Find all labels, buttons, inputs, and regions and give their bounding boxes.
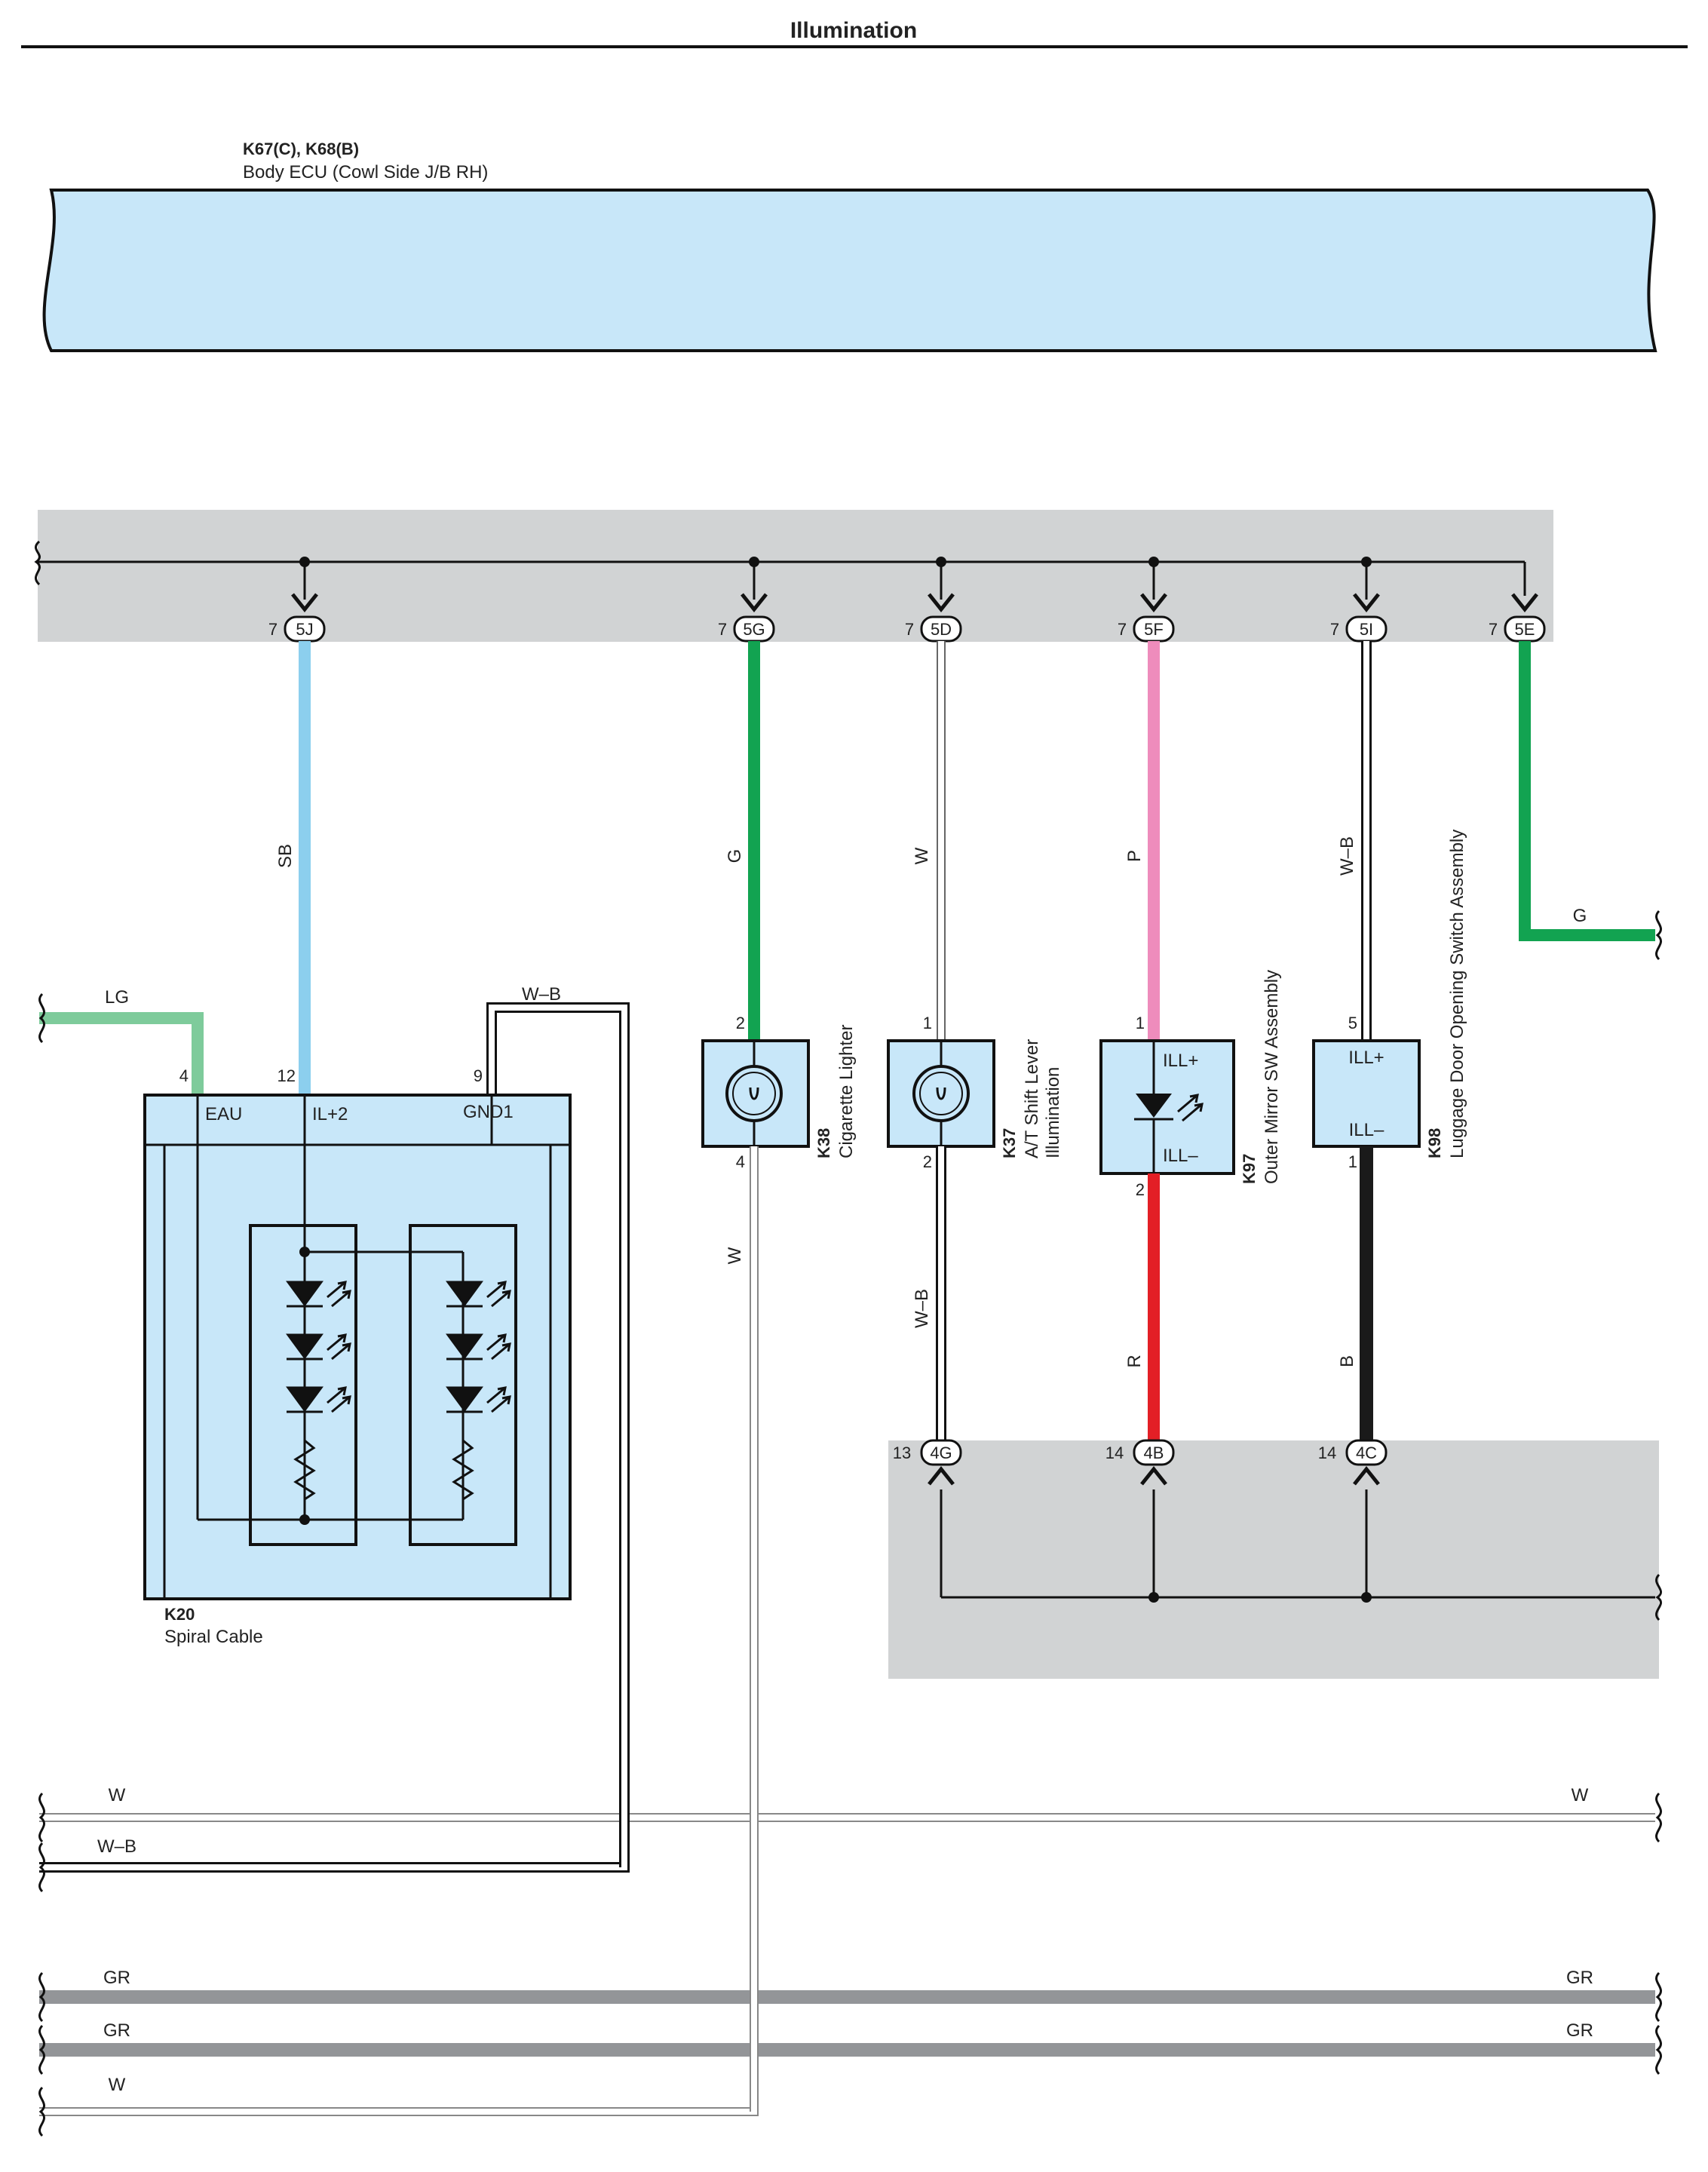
k20-pin-eau: 4: [179, 1066, 189, 1085]
svg-text:7: 7: [1330, 620, 1339, 639]
svg-text:7: 7: [718, 620, 727, 639]
bus-label-gr2-right: GR: [1566, 2020, 1593, 2041]
wire-lg: [39, 1012, 204, 1095]
k37-pin-in: 1: [923, 1014, 932, 1032]
k37-name-line2: Illumination: [1043, 1067, 1063, 1158]
top-junction-area: [38, 510, 1553, 642]
wire-label-wb-k37: W–B: [912, 1289, 932, 1328]
svg-text:5J: 5J: [296, 620, 313, 639]
bus-label-w-right: W: [1572, 1785, 1589, 1805]
connector-5d: 5D 7: [905, 615, 962, 643]
wire-label-g-k38: G: [725, 849, 745, 864]
wire-label-r: R: [1124, 1354, 1145, 1367]
svg-text:14: 14: [1105, 1443, 1124, 1462]
k37-name-line1: A/T Shift Lever: [1022, 1039, 1042, 1158]
k97-pin-out: 2: [1136, 1180, 1145, 1199]
bus-break-marks: [38, 1792, 1662, 2137]
k98-id: K98: [1425, 1128, 1444, 1158]
k38-name: Cigarette Lighter: [836, 1025, 857, 1158]
svg-text:5G: 5G: [743, 620, 765, 639]
wire-label-wb-k98: W–B: [1337, 836, 1357, 876]
page-title: Illumination: [790, 18, 917, 43]
connector-5i: 5I 7: [1330, 615, 1388, 643]
svg-text:7: 7: [268, 620, 278, 639]
k20-id: K20: [164, 1605, 195, 1624]
bottom-bus: [928, 1465, 1662, 1621]
wire-label-lg: LG: [105, 987, 129, 1008]
top-bus-break: [34, 540, 41, 586]
spiral-cable-k20: [143, 1094, 572, 1600]
k98-pin-out: 1: [1348, 1152, 1357, 1171]
bus-label-w-left: W: [109, 1785, 126, 1805]
k38-pin-out: 4: [736, 1152, 745, 1171]
connector-5j: 5J 7: [268, 615, 326, 643]
outer-mirror-sw-k97: [1099, 1039, 1235, 1175]
svg-text:5D: 5D: [931, 620, 952, 639]
bus-label-w3-left: W: [109, 2075, 126, 2095]
wire-label-w-k38: W: [725, 1247, 745, 1264]
svg-text:7: 7: [905, 620, 914, 639]
connector-4b: 4B 14: [1105, 1439, 1175, 1466]
svg-text:4C: 4C: [1356, 1443, 1377, 1462]
connector-5g: 5G 7: [718, 615, 775, 643]
svg-text:13: 13: [893, 1443, 911, 1462]
bottom-junction-area: [888, 1440, 1659, 1679]
luggage-door-switch-k98: [1312, 1039, 1421, 1148]
ecu-body: [42, 189, 1657, 352]
connector-4c: 4C 14: [1318, 1439, 1388, 1466]
k97-term-minus: ILL–: [1163, 1146, 1198, 1166]
svg-text:7: 7: [1489, 620, 1498, 639]
k38-id: K38: [814, 1128, 833, 1158]
k37-id: K37: [1000, 1128, 1019, 1158]
svg-text:4B: 4B: [1144, 1443, 1164, 1462]
svg-text:4G: 4G: [930, 1443, 952, 1462]
bus-label-wb-left: W–B: [97, 1836, 136, 1857]
svg-text:14: 14: [1318, 1443, 1336, 1462]
wire-g-break: [1655, 910, 1662, 961]
k20-term-gnd1: GND1: [463, 1102, 514, 1122]
k20-pin-il2: 12: [278, 1066, 296, 1085]
wire-label-p: P: [1124, 850, 1145, 862]
wire-wb-gnd: [39, 1005, 627, 1870]
svg-text:5F: 5F: [1144, 620, 1164, 639]
k20-term-eau: EAU: [205, 1104, 242, 1124]
connector-5e: 5E 7: [1489, 615, 1546, 643]
bus-label-gr1-right: GR: [1566, 1968, 1593, 1988]
k38-pin-in: 2: [736, 1014, 745, 1032]
connector-5f: 5F 7: [1118, 615, 1175, 643]
k98-term-plus: ILL+: [1348, 1048, 1384, 1068]
svg-text:7: 7: [1118, 620, 1127, 639]
wire-label-w-k37: W: [912, 847, 932, 864]
svg-text:5I: 5I: [1360, 620, 1373, 639]
wire-label-g-right: G: [1573, 906, 1587, 926]
bus-label-gr1-left: GR: [103, 1968, 130, 1988]
wire-label-sb: SB: [275, 844, 296, 868]
ecu-name: Body ECU (Cowl Side J/B RH): [243, 162, 488, 183]
k98-pin-in: 5: [1348, 1014, 1357, 1032]
k97-name: Outer Mirror SW Assembly: [1262, 970, 1282, 1184]
k37-pin-out: 2: [923, 1152, 932, 1171]
k98-name: Luggage Door Opening Switch Assembly: [1447, 830, 1467, 1158]
k20-pin-gnd1: 9: [474, 1066, 483, 1085]
cigarette-lighter-k38: [701, 1039, 810, 1148]
shift-lever-illumination-k37: [887, 1039, 995, 1148]
top-bus-taps: [291, 557, 1538, 613]
k97-pin-in: 1: [1136, 1014, 1145, 1032]
wire-g-right: [1519, 641, 1655, 941]
bus-label-gr2-left: GR: [103, 2020, 130, 2041]
connector-4g: 4G 13: [893, 1439, 962, 1466]
k97-id: K97: [1240, 1154, 1259, 1184]
k20-term-il2: IL+2: [312, 1104, 348, 1124]
k97-term-plus: ILL+: [1163, 1051, 1198, 1071]
ecu-id: K67(C), K68(B): [243, 140, 359, 158]
wire-label-b: B: [1337, 1355, 1357, 1367]
wire-label-wb-gnd: W–B: [522, 984, 561, 1005]
svg-text:5E: 5E: [1515, 620, 1535, 639]
k98-term-minus: ILL–: [1349, 1120, 1384, 1140]
k20-name: Spiral Cable: [164, 1627, 263, 1647]
